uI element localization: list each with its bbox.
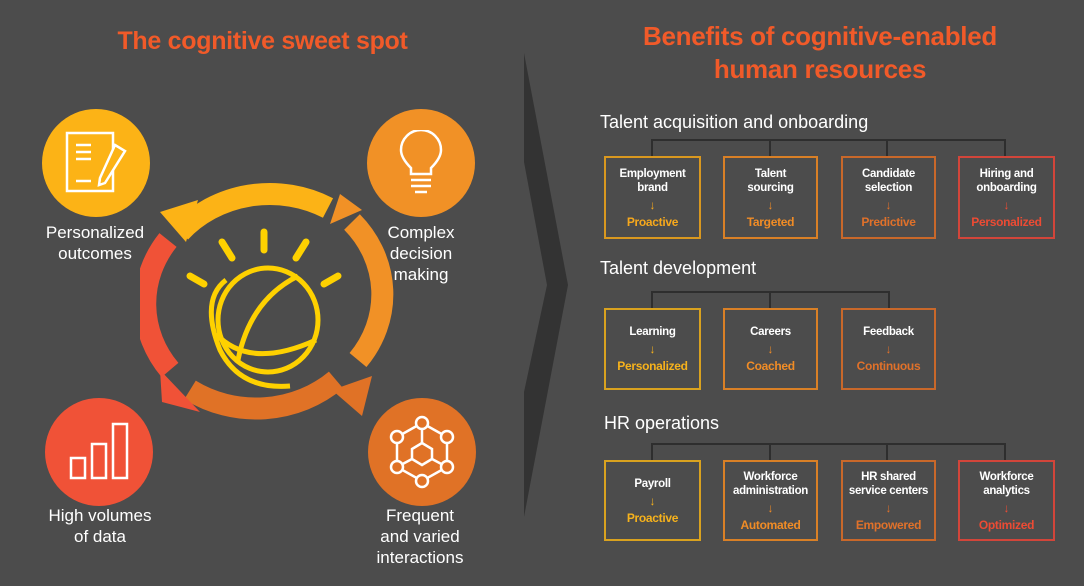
down-arrow-icon: ↓ [1003,197,1010,212]
down-arrow-icon: ↓ [767,500,774,515]
network-hexagon-icon [389,415,455,489]
feature-complex-decision-circle [367,109,475,217]
benefits-title-line2: human resources [713,54,927,84]
down-arrow-icon: ↓ [1003,500,1010,515]
bar-chart-icon [69,422,129,480]
connector-line [886,443,888,461]
cycle-arc-dark-orange [184,371,344,420]
connector-hr-operations [651,443,1006,461]
box-learning: Learning ↓ Personalized [604,308,701,390]
section-title-talent-development: Talent development [600,258,757,278]
box-feedback: Feedback ↓ Continuous [841,308,936,390]
down-arrow-icon: ↓ [885,342,892,356]
cycle-arc-red [140,233,179,378]
down-arrow-icon: ↓ [767,197,774,212]
arrowhead-yellow [160,200,198,242]
section-title-hr-operations: HR operations [604,413,720,433]
arrowhead-dark-orange [332,376,372,416]
connector-talent-acquisition [651,139,1006,157]
down-arrow-icon: ↓ [885,500,892,515]
box-workforce-analytics: Workforce analytics ↓ Optimized [958,460,1055,541]
cycle-arc-orange [343,214,394,368]
connector-line [886,139,888,157]
feature-complex-decision-label: Complex decision making [387,223,455,284]
connector-line [769,443,771,461]
cycle-arc-yellow [171,182,334,240]
feature-high-volumes-label: High volumes of data [48,506,152,546]
down-arrow-icon: ↓ [649,342,656,356]
box-payroll: Payroll ↓ Proactive [604,460,701,541]
connector-line [769,139,771,157]
arrowhead-red [160,370,200,412]
feature-personalized-outcomes-circle [42,109,150,217]
feature-high-volumes-circle [45,398,153,506]
down-arrow-icon: ↓ [649,493,656,508]
lightbulb-icon [399,130,443,194]
connector-line [769,291,771,309]
cognitive-cycle-diagram [140,182,394,420]
box-hiring-onboarding: Hiring and onboarding ↓ Personalized [958,156,1055,239]
chevron-divider-icon [524,53,568,517]
box-careers: Careers ↓ Coached [723,308,818,390]
benefits-title-line1: Benefits of cognitive-enabled [643,21,997,51]
benefits-title: Benefits of cognitive-enabled human reso… [560,20,1080,86]
box-workforce-administration: Workforce administration ↓ Automated [723,460,818,541]
down-arrow-icon: ↓ [649,197,656,212]
feature-personalized-outcomes-label: Personalized outcomes [45,223,145,263]
sweet-spot-title: The cognitive sweet spot [117,27,408,55]
section-title-talent-acquisition: Talent acquisition and onboarding [600,112,869,132]
feature-frequent-interactions-label: Frequent and varied interactions [376,506,464,567]
down-arrow-icon: ↓ [885,197,892,212]
arrowhead-orange [330,194,362,224]
feature-frequent-interactions-circle [368,398,476,506]
box-candidate-selection: Candidate selection ↓ Predictive [841,156,936,239]
ibm-watson-logo-icon [186,228,342,288]
box-employment-brand: Employment brand ↓ Proactive [604,156,701,239]
document-pencil-icon [65,131,127,193]
box-talent-sourcing: Talent sourcing ↓ Targeted [723,156,818,239]
box-hr-shared-services: HR shared service centers ↓ Empowered [841,460,936,541]
down-arrow-icon: ↓ [767,342,774,356]
